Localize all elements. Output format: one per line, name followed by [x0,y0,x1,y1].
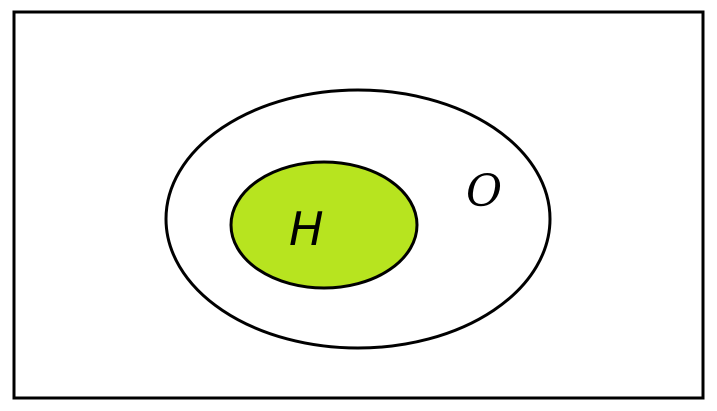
inner-set-label: H [289,202,324,256]
outer-set-label: O [466,166,502,217]
inner-set-ellipse [229,160,419,290]
